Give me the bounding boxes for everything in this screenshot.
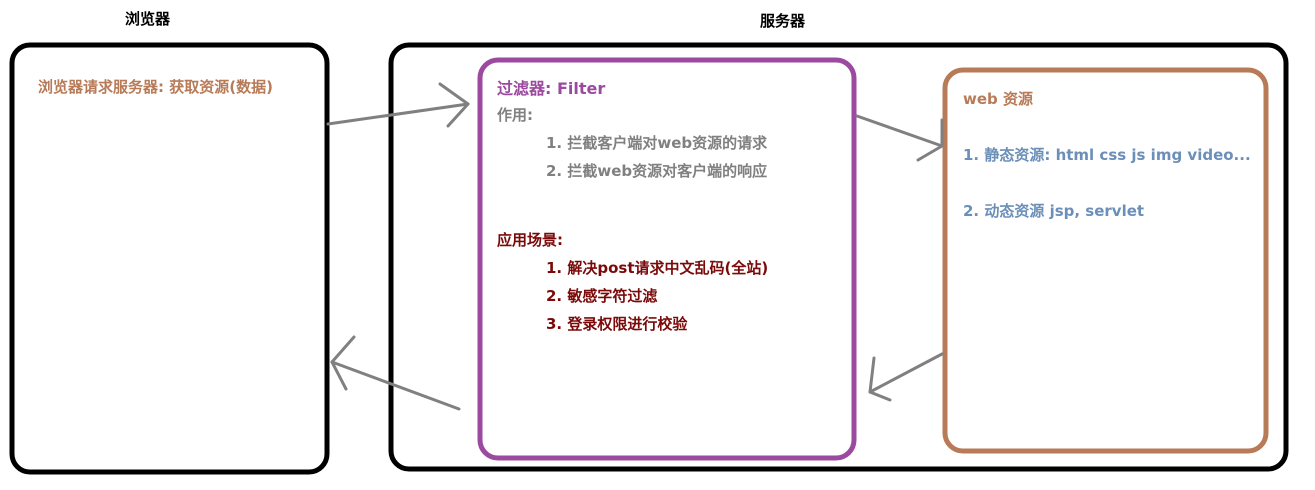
filter-title: 过滤器: Filter: [497, 79, 606, 98]
arrow-web-to-filter: [868, 352, 944, 402]
filter-scenario-item: 3. 登录权限进行校验: [546, 315, 688, 333]
browser-heading: 浏览器: [125, 10, 171, 28]
web-resource-item: 1. 静态资源: html css js img video...: [963, 146, 1251, 164]
filter-purpose-item: 1. 拦截客户端对web资源的请求: [546, 134, 768, 152]
browser-box: [9, 42, 330, 475]
arrow-filter-to-browser: [330, 335, 461, 411]
browser-request-text: 浏览器请求服务器: 获取资源(数据): [38, 78, 273, 96]
web-resource-title: web 资源: [963, 90, 1033, 108]
filter-scenario-item: 2. 敏感字符过滤: [546, 287, 658, 305]
filter-scenario-item: 1. 解决post请求中文乱码(全站): [546, 259, 769, 277]
filter-purpose-label: 作用:: [497, 106, 533, 124]
server-heading: 服务器: [760, 12, 806, 30]
arrow-browser-to-filter: [326, 82, 470, 128]
arrow-filter-to-web: [855, 114, 944, 162]
web-resource-box: [942, 67, 1269, 454]
filter-scenario-label: 应用场景:: [497, 231, 563, 249]
web-resource-item: 2. 动态资源 jsp, servlet: [963, 202, 1145, 220]
filter-purpose-item: 2. 拦截web资源对客户端的响应: [546, 162, 768, 180]
